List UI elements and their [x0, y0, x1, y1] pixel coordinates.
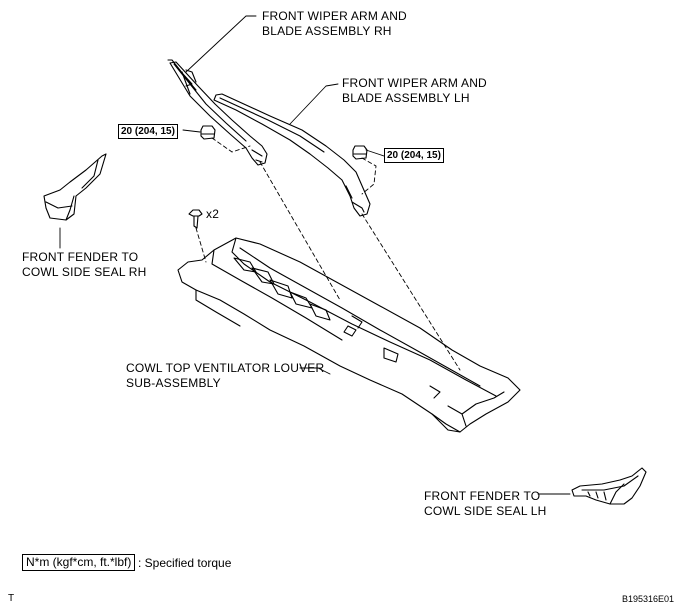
- label-seal-lh: FRONT FENDER TO COWL SIDE SEAL LH: [424, 489, 547, 518]
- wiper-arm-lh: [213, 93, 371, 217]
- clip: [188, 209, 203, 229]
- wiper-blade-rh: [167, 59, 193, 95]
- label-seal-rh: FRONT FENDER TO COWL SIDE SEAL RH: [22, 250, 147, 279]
- clip-quantity: x2: [206, 207, 220, 221]
- leader-lines: [59, 15, 571, 495]
- torque-callout-right: 20 (204, 15): [384, 148, 444, 163]
- label-wiper-rh: FRONT WIPER ARM AND BLADE ASSEMBLY RH: [262, 9, 407, 38]
- legend-unit-box: N*m (kgf*cm, ft.*lbf): [22, 554, 136, 571]
- footer-mark: T: [8, 593, 15, 604]
- cowl-louver: [177, 237, 521, 433]
- label-wiper-lh: FRONT WIPER ARM AND BLADE ASSEMBLY LH: [342, 76, 487, 105]
- nut-right: [352, 145, 368, 160]
- label-louver: COWL TOP VENTILATOR LOUVER SUB-ASSEMBLY: [126, 361, 325, 390]
- side-seal-lh: [571, 467, 647, 505]
- assembly-lines: [195, 137, 461, 371]
- legend-description: : Specified torque: [138, 556, 232, 570]
- nut-left: [200, 125, 216, 140]
- side-seal-rh: [43, 153, 107, 221]
- torque-callout-left: 20 (204, 15): [118, 124, 178, 139]
- figure-id: B195316E01: [622, 594, 675, 604]
